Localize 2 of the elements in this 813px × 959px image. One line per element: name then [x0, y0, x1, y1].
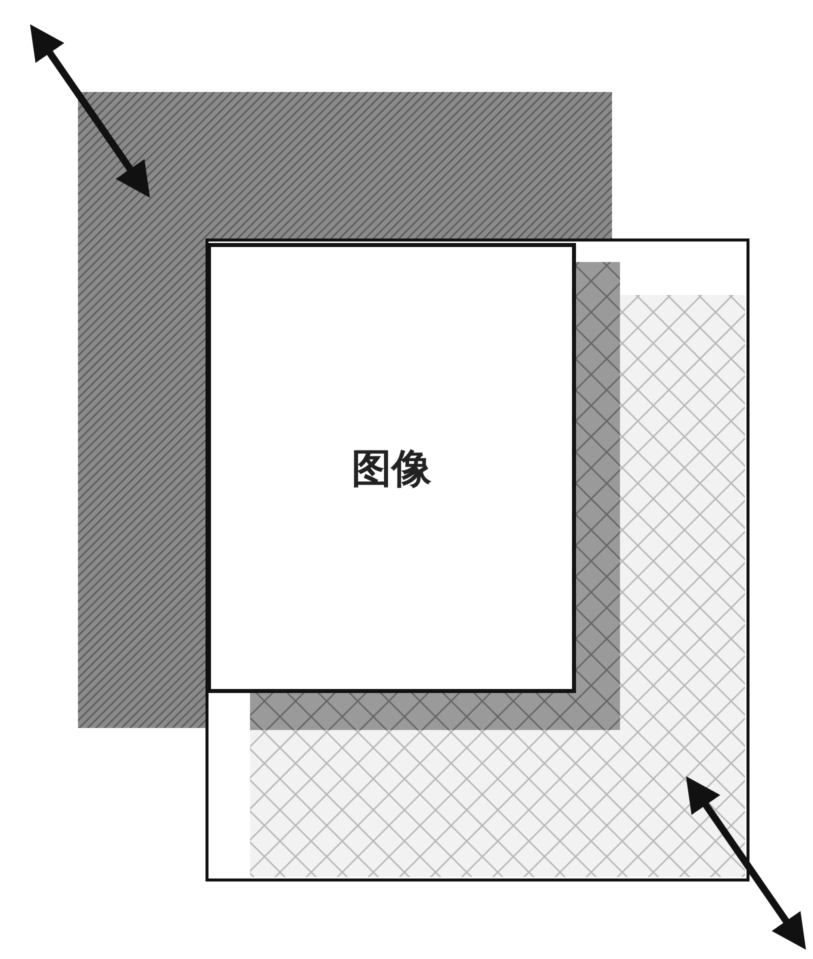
image-label: 图像	[352, 444, 432, 494]
image-box	[207, 243, 576, 693]
